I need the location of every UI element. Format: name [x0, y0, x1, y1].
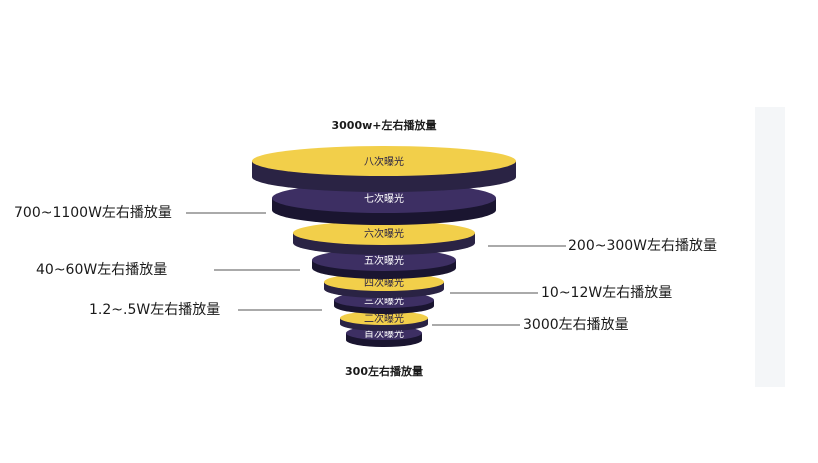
tier-label: 六次曝光 — [364, 227, 404, 240]
tier-label: 八次曝光 — [364, 155, 404, 168]
tier-label: 五次曝光 — [364, 254, 404, 267]
tier-face — [293, 221, 475, 245]
tier-face — [252, 146, 516, 176]
funnel-tier: 六次曝光 — [293, 221, 475, 255]
callout-label-right: 200~300W左右播放量 — [568, 238, 717, 254]
side-strip — [755, 107, 785, 387]
top-label: 3000w+左右播放量 — [332, 118, 437, 132]
callout-label-right: 10~12W左右播放量 — [541, 285, 672, 301]
funnel-tier: 二次曝光 — [340, 311, 428, 331]
tier-label: 四次曝光 — [364, 276, 404, 289]
callout-label-left: 40~60W左右播放量 — [36, 262, 167, 278]
tier-label: 七次曝光 — [364, 192, 404, 205]
bottom-label: 300左右播放量 — [345, 364, 423, 378]
callout-label-right: 3000左右播放量 — [523, 317, 629, 333]
callout-label-left: 700~1100W左右播放量 — [14, 205, 172, 221]
funnel-callouts: 700~1100W左右播放量 40~60W左右播放量 1.2~.5W左右播放量 200… — [14, 205, 717, 333]
funnel-tier: 五次曝光 — [312, 249, 456, 279]
funnel-tier: 八次曝光 — [252, 146, 516, 192]
tier-face — [340, 311, 428, 325]
tier-face — [312, 249, 456, 271]
tier-label: 二次曝光 — [364, 312, 404, 325]
callout-label-left: 1.2~.5W左右播放量 — [89, 302, 220, 318]
